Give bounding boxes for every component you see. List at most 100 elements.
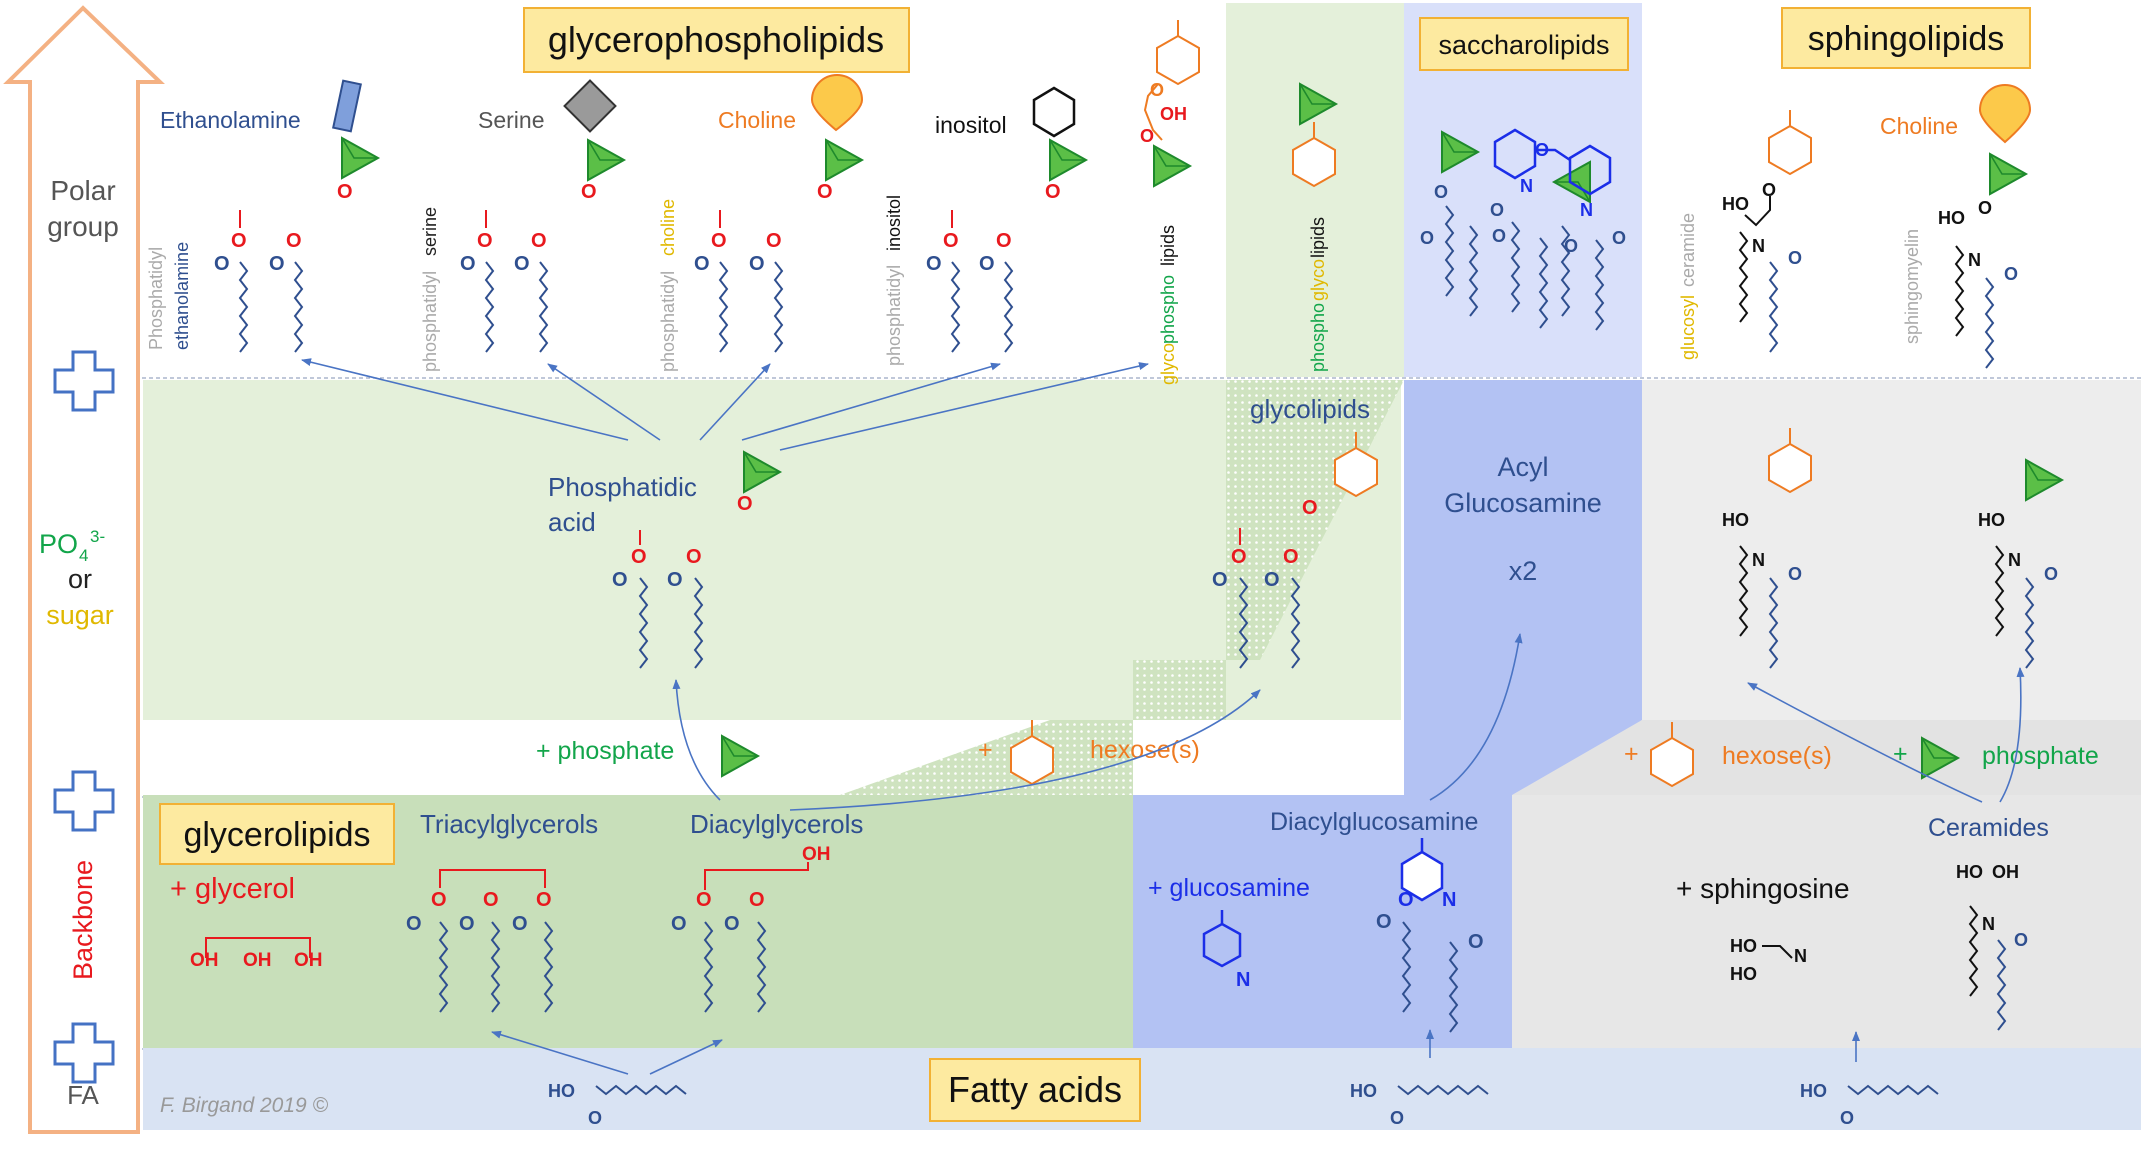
diacylglucosamine-label: Diacylglucosamine — [1270, 808, 1478, 836]
fatty-acids-box — [929, 1058, 1141, 1122]
sphingosine-group: + sphingosine HO N HO — [1676, 873, 1850, 984]
svg-text:O: O — [406, 913, 422, 935]
fatty-acids-band — [143, 1048, 2141, 1130]
acyl-label: Acyl — [1497, 452, 1548, 482]
svg-text:O: O — [667, 569, 683, 591]
svg-text:O: O — [1376, 911, 1392, 933]
acid-label: acid — [548, 507, 596, 537]
pe-vertical-a: Phosphatidyl — [146, 247, 166, 350]
svg-text:N: N — [1982, 914, 1995, 934]
svg-text:O: O — [514, 253, 530, 275]
svg-text:O: O — [766, 230, 782, 252]
glycerophospholipids-box — [523, 7, 910, 73]
pgl-vertical-b: glyco — [1308, 259, 1328, 301]
svg-text:HO: HO — [1978, 510, 2005, 530]
phosphate-triangle-icon — [721, 735, 759, 777]
svg-text:O: O — [724, 913, 740, 935]
ps-vertical-a: phosphatidyl — [420, 271, 440, 372]
pe-vertical-b: ethanolamine — [172, 242, 192, 350]
svg-text:O: O — [1788, 248, 1802, 268]
svg-text:O: O — [459, 913, 475, 935]
svg-text:HO: HO — [1350, 1081, 1377, 1101]
svg-text:O: O — [694, 253, 710, 275]
sphingomyelin-vertical: sphingomyelin — [1902, 229, 1922, 344]
serine-diamond-icon — [563, 79, 617, 133]
ps-vertical-b: serine — [420, 207, 440, 256]
po4-label: PO — [39, 529, 78, 559]
svg-text:HO: HO — [1722, 510, 1749, 530]
svg-text:N: N — [1236, 969, 1250, 991]
ethanolamine-rect-icon — [332, 79, 362, 133]
svg-text:OH: OH — [1992, 862, 2019, 882]
pc-vertical-a: phosphatidyl — [658, 271, 678, 372]
glycophospholipid-structure: O OH O glyco phospho lipids — [1140, 19, 1200, 385]
phosphatidic-label: Phosphatidic — [548, 472, 697, 502]
svg-text:O: O — [749, 889, 765, 911]
svg-text:O: O — [536, 889, 552, 911]
fatty-acid-2: HO O — [1350, 1081, 1489, 1128]
svg-text:O: O — [1231, 546, 1247, 568]
svg-text:O: O — [1045, 181, 1061, 203]
hexoses-label-2: hexose(s) — [1722, 742, 1832, 770]
svg-text:N: N — [1580, 200, 1593, 220]
sphingolipids-box — [1781, 7, 2031, 69]
glycerophospholipids-title: glycerophospholipids — [548, 19, 884, 60]
pi-vertical-b: inositol — [884, 195, 904, 251]
svg-text:3-: 3- — [90, 527, 105, 546]
saccharolipids-box — [1419, 17, 1629, 71]
x2-label: x2 — [1509, 556, 1538, 586]
triacylglycerols: Triacylglycerols O O O O O O — [406, 809, 598, 1013]
backbone-label: Backbone — [68, 860, 98, 980]
choline-sphingo-drop-icon — [1978, 84, 2032, 144]
svg-text:O: O — [1788, 564, 1802, 584]
svg-text:N: N — [1520, 176, 1533, 196]
phosphoglycolipids-band — [1226, 3, 1404, 377]
svg-text:OH: OH — [190, 950, 219, 971]
svg-text:O: O — [943, 230, 959, 252]
svg-text:4: 4 — [79, 546, 88, 565]
plus-icon-fa — [53, 1022, 115, 1084]
svg-text:N: N — [1752, 236, 1765, 256]
svg-text:O: O — [749, 253, 765, 275]
glucosamine-group: + glucosamine N — [1148, 874, 1310, 991]
plus-icon-backbone — [53, 770, 115, 832]
phosphate-triangle-icon — [341, 137, 379, 179]
svg-text:O: O — [2004, 264, 2018, 284]
svg-text:HO: HO — [1722, 194, 1749, 214]
svg-text:OH: OH — [243, 950, 272, 971]
glucosylceramide-vertical-b: ceramide — [1678, 213, 1698, 287]
svg-text:O: O — [231, 230, 247, 252]
phosphatidylethanolamine: Ethanolamine O O O O O Phosphatidyl etha… — [146, 79, 379, 353]
svg-text:O: O — [1140, 126, 1154, 146]
gpl-vertical-b: phospho — [1158, 275, 1178, 344]
plus-label-2: + — [1624, 740, 1639, 768]
phosphoglycolipid-structure: phospho glyco lipids — [1292, 83, 1337, 372]
inositol-label: inositol — [935, 112, 1007, 138]
svg-text:O: O — [1150, 80, 1164, 100]
svg-text:HO: HO — [1938, 208, 1965, 228]
svg-text:O: O — [686, 546, 702, 568]
choline-label: Choline — [718, 107, 796, 133]
svg-text:O: O — [1302, 497, 1318, 519]
svg-text:O: O — [631, 546, 647, 568]
svg-text:O: O — [1434, 182, 1448, 202]
svg-text:HO: HO — [1800, 1081, 1827, 1101]
svg-text:OH: OH — [802, 844, 831, 865]
glucosamine-label: Glucosamine — [1444, 488, 1602, 518]
fatty-acids-title: Fatty acids — [948, 1069, 1122, 1110]
pc-vertical-b: choline — [658, 199, 678, 256]
plus-glucosamine-label: + glucosamine — [1148, 874, 1310, 902]
diacylglycerols: Diacylglycerols OH O O O O — [671, 809, 863, 1013]
svg-text:O: O — [671, 913, 687, 935]
diacylglucosamine: Diacylglucosamine O N O O — [1270, 808, 1484, 1033]
svg-text:O: O — [612, 569, 628, 591]
svg-text:O: O — [1492, 226, 1506, 246]
svg-text:O: O — [214, 253, 230, 275]
ceramides-label: Ceramides — [1928, 814, 2049, 842]
plus-label-1: + — [978, 736, 993, 764]
saccharolipids-title: saccharolipids — [1438, 30, 1609, 60]
svg-text:O: O — [286, 230, 302, 252]
svg-text:O: O — [1762, 180, 1776, 200]
gpl-vertical-a: glyco — [1158, 343, 1178, 385]
